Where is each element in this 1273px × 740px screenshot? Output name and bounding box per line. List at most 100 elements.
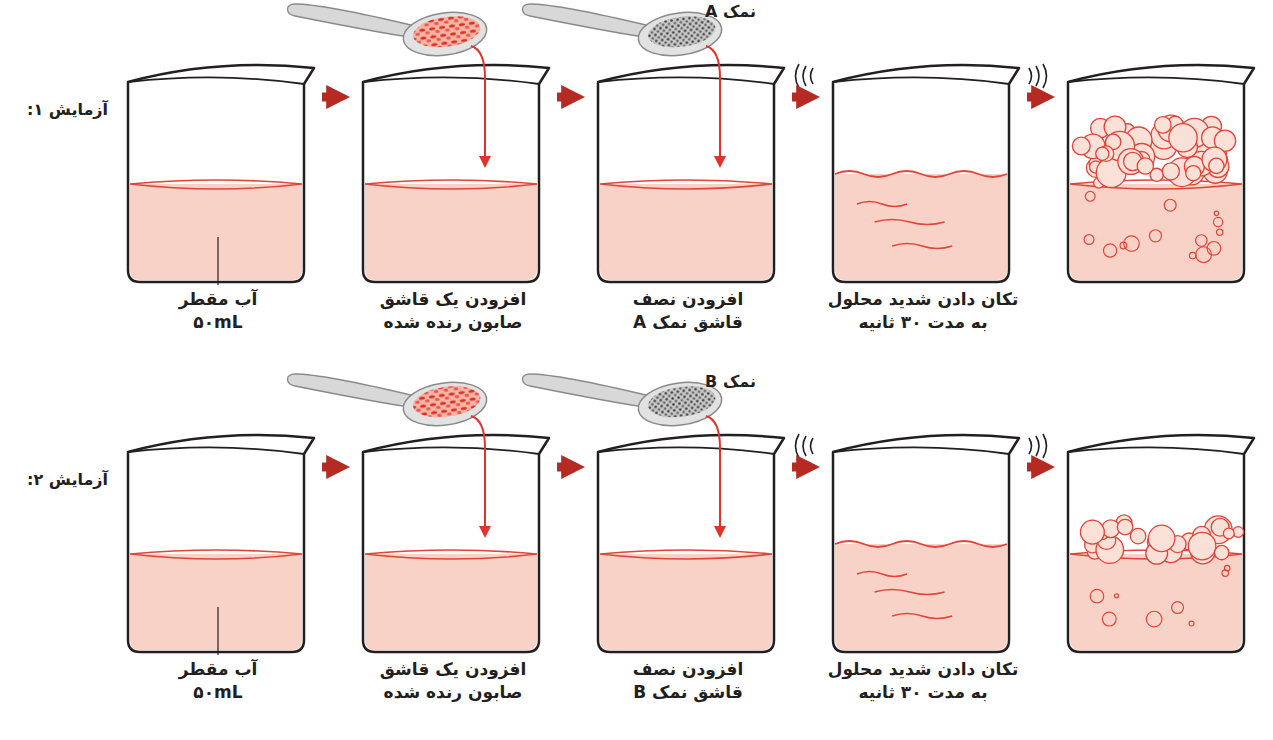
foam-bubble (1223, 528, 1234, 539)
liquid-bubble (1124, 236, 1140, 252)
beaker-body (1068, 435, 1254, 652)
beaker-body (598, 435, 784, 652)
vibration-mark (1029, 68, 1032, 84)
step-box: افزودن نصف قاشق نمک A (588, 62, 788, 336)
vibration-mark (1043, 434, 1047, 458)
process-arrow (1027, 463, 1036, 472)
pour-arrow (706, 416, 720, 532)
foam-bubble (1072, 137, 1090, 155)
liquid-surface (835, 541, 1007, 547)
liquid (1070, 554, 1242, 650)
foam-bubble (1186, 166, 1201, 181)
wave-line (857, 572, 907, 577)
salt-label: نمک A (686, 2, 756, 21)
liquid-bubble (1164, 199, 1176, 211)
beaker (796, 434, 1047, 652)
wave-line (875, 590, 945, 595)
step-box: افزودن نصف قاشق نمک B (588, 432, 788, 706)
beaker (363, 65, 549, 282)
beaker-rim (598, 77, 774, 84)
spoon (288, 374, 490, 532)
wave-line (875, 220, 945, 225)
step-box: تکان دادن شدید محلول به مدت ۳۰ ثانیه (823, 62, 1023, 336)
beaker-rim (598, 447, 774, 454)
beaker-body (128, 65, 314, 282)
liquid-bubble (1172, 602, 1184, 614)
vibration-mark (811, 438, 814, 454)
vibration-mark (1043, 64, 1047, 88)
foam-bubble (1148, 525, 1174, 551)
beaker-body (128, 435, 314, 652)
process-arrow (792, 463, 801, 472)
process-arrow (322, 463, 331, 472)
process-arrow (792, 93, 801, 102)
beaker (598, 65, 784, 282)
vibration-mark (803, 436, 806, 456)
liquid (365, 184, 537, 280)
wave-line (857, 202, 907, 207)
liquid (365, 554, 537, 650)
beaker-rim (128, 447, 304, 454)
liquid-surface (600, 180, 772, 189)
liquid-bubble (1189, 252, 1196, 259)
liquid-bubble (1115, 594, 1119, 598)
liquid (835, 544, 1007, 650)
step-caption: افزودن یک قاشق صابون رنده شده (378, 432, 528, 704)
liquid-surface (130, 180, 302, 189)
beaker (128, 435, 314, 652)
foam-bubble (1215, 545, 1229, 559)
pour-arrow (471, 416, 485, 532)
foam-bubble (1188, 532, 1216, 560)
step-box: آب مقطر ۵۰mL (118, 62, 318, 336)
beaker (1068, 435, 1254, 652)
leader-line (217, 237, 218, 285)
foam-bubble (1117, 519, 1132, 534)
vibration-mark (1029, 438, 1032, 454)
liquid-bubble (1084, 235, 1094, 245)
vibration-mark (803, 66, 806, 86)
liquid-bubble (1217, 229, 1223, 235)
liquid-bubble (1090, 589, 1104, 603)
foam-bubble (1096, 147, 1109, 160)
leader-line (217, 607, 218, 655)
liquid (130, 184, 302, 280)
liquid-bubble (1102, 612, 1116, 626)
vibration-mark (1036, 436, 1039, 456)
liquid-surface (365, 180, 537, 189)
liquid-bubble (1213, 217, 1222, 226)
spoon-handle (523, 374, 651, 408)
foam-bubble (1169, 124, 1197, 152)
spoon (523, 374, 725, 532)
step-caption: آب مقطر ۵۰mL (178, 62, 258, 334)
pour-arrow (471, 46, 485, 162)
liquid (130, 554, 302, 650)
foam-bubble (1080, 520, 1104, 544)
beaker-rim (1068, 447, 1244, 454)
liquid-bubble (1149, 230, 1161, 242)
step-caption: تکان دادن شدید محلول به مدت ۳۰ ثانیه (825, 432, 1021, 704)
spoon-handle (288, 374, 416, 408)
spoon-bowl (400, 7, 489, 60)
liquid-surface (600, 550, 772, 559)
step-caption: افزودن یک قاشق صابون رنده شده (378, 62, 528, 334)
liquid-bubble (1196, 235, 1207, 246)
wave-line (892, 614, 952, 619)
wave-line (892, 244, 952, 249)
liquid (600, 184, 772, 280)
pour-arrow (706, 46, 720, 162)
beaker (128, 65, 314, 282)
beaker-body (1068, 65, 1254, 282)
process-arrow (1027, 93, 1036, 102)
process-arrow (322, 93, 331, 102)
spoon-bowl (400, 377, 489, 430)
beaker-body (598, 65, 784, 282)
beaker-rim (363, 77, 539, 84)
step-box: افزودن یک قاشق صابون رنده شده (353, 62, 553, 336)
step-caption: افزودن نصف قاشق نمک A (632, 62, 744, 334)
foam-bubble (1209, 158, 1224, 173)
vibration-mark (1036, 66, 1039, 86)
step-caption: آب مقطر ۵۰mL (178, 432, 258, 704)
beaker-body (363, 65, 549, 282)
spoon-handle (288, 4, 416, 38)
